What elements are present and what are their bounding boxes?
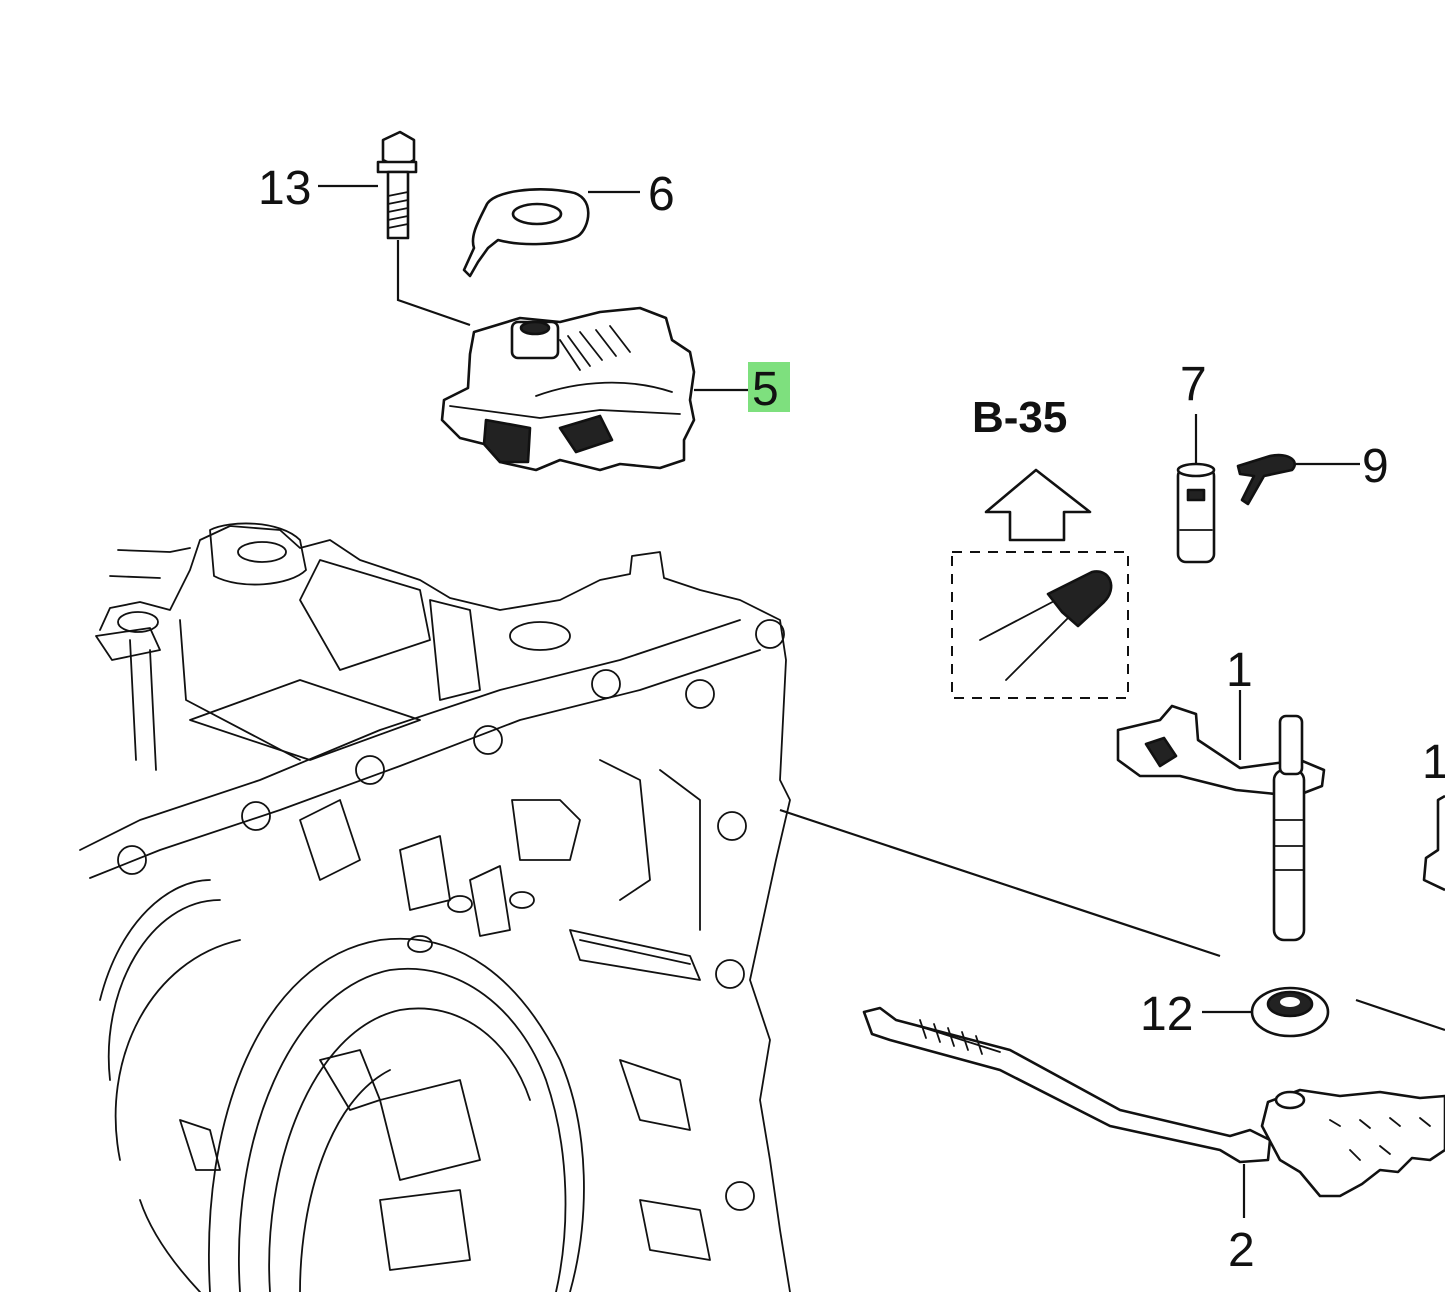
callout-9: 9 [1362, 440, 1389, 493]
leader-housing-to-shaft [779, 808, 1221, 958]
leader-12-right [1355, 998, 1445, 1032]
callout-2: 2 [1228, 1224, 1255, 1277]
callout-13: 13 [258, 162, 311, 215]
transmission-housing [79, 522, 791, 1292]
detent-arm-part-2 [862, 1006, 1445, 1198]
callout-7: 7 [1180, 358, 1207, 411]
seal-part-12 [1250, 986, 1330, 1038]
reference-label: B-35 [972, 393, 1067, 442]
callout-5: 5 [752, 363, 779, 416]
pin-part-7 [1176, 462, 1216, 564]
callout-5-highlight [748, 362, 790, 412]
callout-1-right: 1 [1422, 736, 1445, 789]
shaft-part-1 [1116, 704, 1326, 942]
gasket-part-6 [462, 188, 590, 278]
callout-12: 12 [1140, 988, 1193, 1041]
clip-part-9 [1236, 453, 1297, 506]
callout-1: 1 [1226, 644, 1253, 697]
bolt-part-13 [376, 130, 418, 240]
leader-13-to-5 [396, 240, 471, 327]
reference-arrow-icon [984, 468, 1092, 542]
switch-assembly-part-5 [440, 306, 696, 472]
shaft-part-1-right-edge [1422, 794, 1445, 892]
detail-clip-icon [979, 570, 1113, 681]
callout-6: 6 [648, 168, 675, 221]
